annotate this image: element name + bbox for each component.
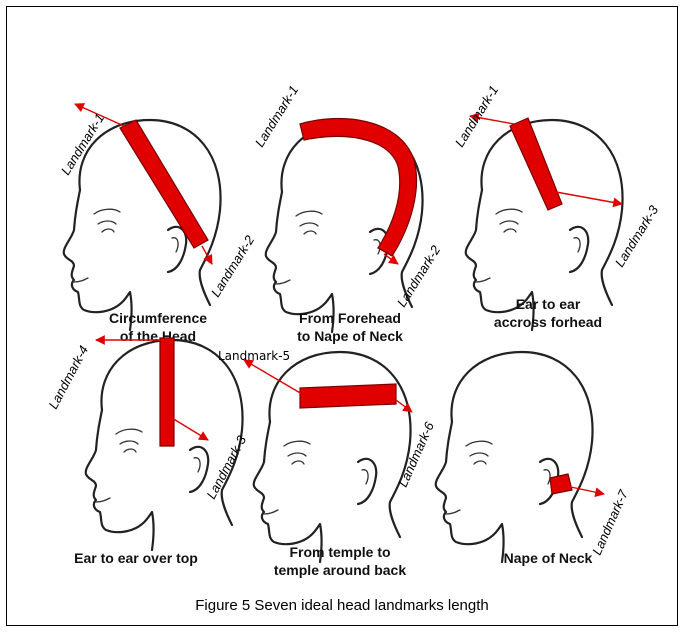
measure-band (300, 119, 417, 256)
panel-title: Ear to ear over top (74, 550, 198, 566)
label-landmark-1: Landmark-1 (252, 83, 301, 150)
label-landmark-2: Landmark-2 (208, 232, 258, 299)
measure-band (550, 474, 572, 494)
panel-title: Nape of Neck (504, 550, 593, 566)
figure-caption: Figure 5 Seven ideal head landmarks leng… (6, 597, 678, 614)
panel-subtitle: temple around back (274, 562, 406, 578)
panel-circumference: Landmark-1 Landmark-2 Circumference of t… (58, 104, 258, 344)
panel-temple-around-back: Landmark-5 From temple to temple around … (218, 349, 412, 578)
measure-band (160, 338, 174, 446)
panel-title: Circumference (109, 310, 207, 326)
panel-ear-to-ear-forehead: Landmark-1 Landmark-3 Ear to ear accross… (452, 83, 662, 330)
panel-forehead-to-nape: Landmark-1 Landmark-2 From Forehead to N… (252, 83, 444, 344)
label-landmark-5: Landmark-5 (218, 349, 290, 363)
label-landmark-3: Landmark-3 (612, 202, 662, 269)
panel-subtitle: accross forhead (494, 314, 602, 330)
panel-title: From Forehead (299, 310, 401, 326)
label-landmark-4: Landmark-4 (45, 343, 91, 411)
label-landmark-7: Landmark-7 (589, 487, 631, 557)
arrow-landmark-3 (556, 192, 622, 204)
panel-subtitle: to Nape of Neck (297, 328, 403, 344)
measure-band (300, 384, 396, 408)
label-landmark-1: Landmark-1 (452, 83, 501, 150)
panel-nape-of-neck: Landmark-6 Landmark-7 Nape of Neck (395, 352, 631, 566)
panel-title: Ear to ear (516, 296, 581, 312)
label-landmark-6: Landmark-6 (395, 419, 437, 489)
label-landmark-3: Landmark-3 (203, 432, 249, 501)
label-landmark-1: Landmark-1 (58, 111, 107, 178)
arrow-landmark-3 (172, 418, 208, 440)
measure-band (120, 120, 208, 248)
arrow-back (396, 400, 412, 412)
measure-band (510, 118, 562, 210)
panel-title: From temple to (289, 544, 390, 560)
panel-ear-to-ear-over-top: Landmark-4 Landmark-3 Ear to ear over to… (45, 338, 249, 566)
